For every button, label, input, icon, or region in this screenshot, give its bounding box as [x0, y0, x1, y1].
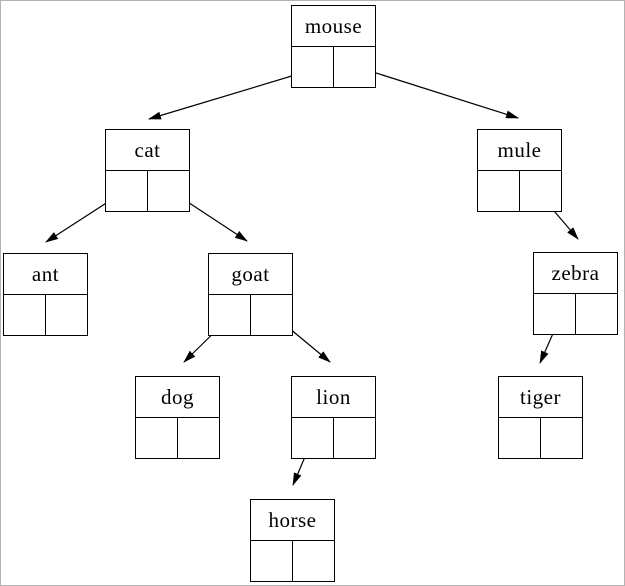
node-label: mule	[478, 130, 561, 171]
node-label: tiger	[499, 377, 582, 418]
left-pointer-cell	[292, 47, 334, 87]
node-label: mouse	[292, 6, 375, 47]
tree-node-mouse: mouse	[291, 5, 376, 88]
right-pointer-cell	[148, 171, 189, 211]
edge-mouse-left-to-cat	[148, 68, 316, 120]
pointer-cells	[209, 295, 292, 335]
pointer-cells	[106, 171, 189, 211]
left-pointer-cell	[534, 294, 576, 334]
tree-node-cat: cat	[105, 129, 190, 212]
tree-node-tiger: tiger	[498, 376, 583, 459]
tree-node-zebra: zebra	[533, 252, 618, 335]
right-pointer-cell	[541, 418, 582, 458]
tree-node-goat: goat	[208, 253, 293, 336]
tree-node-ant: ant	[3, 253, 88, 336]
left-pointer-cell	[251, 541, 293, 581]
left-pointer-cell	[478, 171, 520, 211]
tree-node-horse: horse	[250, 499, 335, 582]
node-label: horse	[251, 500, 334, 541]
right-pointer-cell	[293, 541, 334, 581]
pointer-cells	[534, 294, 617, 334]
pointer-cells	[292, 47, 375, 87]
left-pointer-cell	[4, 295, 46, 335]
right-pointer-cell	[334, 47, 375, 87]
left-pointer-cell	[209, 295, 251, 335]
left-pointer-cell	[136, 418, 178, 458]
node-label: goat	[209, 254, 292, 295]
node-label: cat	[106, 130, 189, 171]
pointer-cells	[4, 295, 87, 335]
right-pointer-cell	[520, 171, 561, 211]
tree-node-dog: dog	[135, 376, 220, 459]
edge-mouse-right-to-mule	[353, 65, 519, 119]
pointer-cells	[292, 418, 375, 458]
node-label: dog	[136, 377, 219, 418]
node-label: lion	[292, 377, 375, 418]
right-pointer-cell	[251, 295, 292, 335]
right-pointer-cell	[334, 418, 375, 458]
pointer-cells	[499, 418, 582, 458]
node-label: zebra	[534, 253, 617, 294]
left-pointer-cell	[106, 171, 148, 211]
pointer-cells	[251, 541, 334, 581]
left-pointer-cell	[292, 418, 334, 458]
right-pointer-cell	[576, 294, 617, 334]
right-pointer-cell	[178, 418, 219, 458]
right-pointer-cell	[46, 295, 87, 335]
pointer-cells	[478, 171, 561, 211]
node-label: ant	[4, 254, 87, 295]
left-pointer-cell	[499, 418, 541, 458]
pointer-cells	[136, 418, 219, 458]
tree-node-lion: lion	[291, 376, 376, 459]
tree-node-mule: mule	[477, 129, 562, 212]
